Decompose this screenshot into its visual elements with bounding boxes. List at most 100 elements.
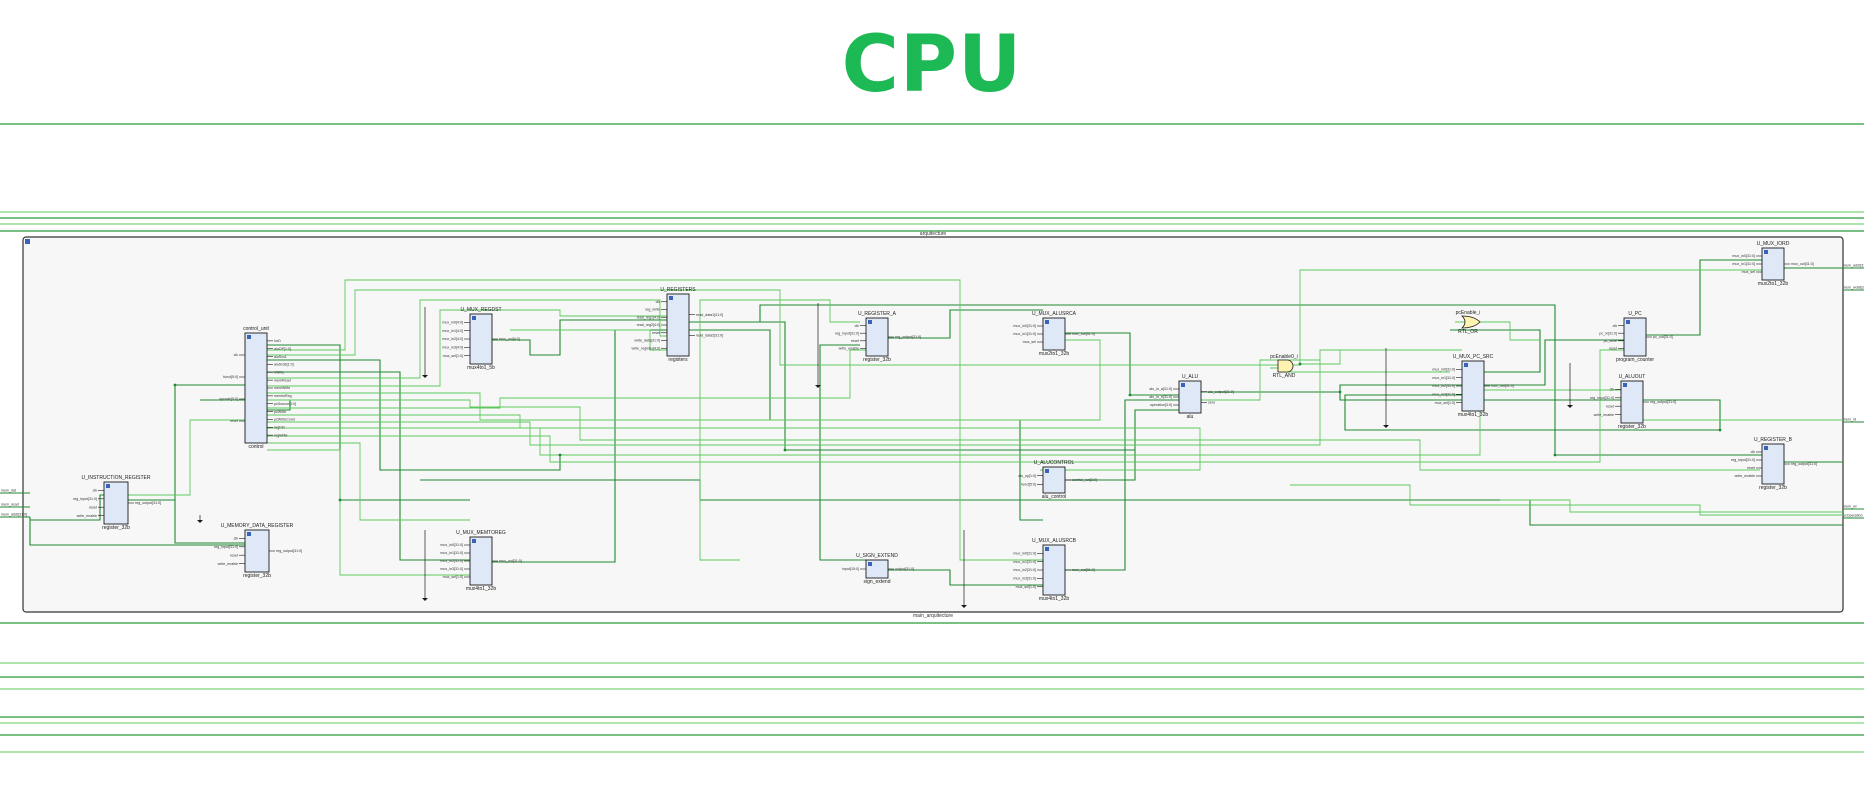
- block-type: register_32b: [243, 573, 271, 579]
- output-pin-label: reg_output[31:0]: [1791, 462, 1817, 466]
- block-u-mux-memtoreg[interactable]: U_MUX_MEMTOREGmux4to1_32bmux_in0[31:0]mu…: [440, 530, 521, 592]
- input-pin-label: reset: [230, 553, 238, 557]
- block-u-mux-iord[interactable]: U_MUX_IORDmux2to1_32bmux_in0[31:0]mux_in…: [1732, 241, 1813, 287]
- input-pin-label: mux_sel: [1023, 340, 1037, 344]
- output-pin-label: aluOP[1:0]: [274, 347, 291, 351]
- input-pin-label: mux_in3[31:0]: [1013, 577, 1036, 581]
- block-u-registers[interactable]: U_REGISTERSregistersclkreg_writeread_reg…: [631, 287, 723, 363]
- output-pin-label: read_data2[31:0]: [696, 334, 723, 338]
- block-corner-icon: [868, 320, 872, 324]
- block-corner-icon: [1181, 383, 1185, 387]
- block-u-pc[interactable]: U_PCprogram_counterclkpc_in[31:0]pc_writ…: [1599, 311, 1672, 363]
- block-u-memory-data-register[interactable]: U_MEMORY_DATA_REGISTERregister_32bclkreg…: [214, 523, 302, 579]
- left-port-label[interactable]: mem_reset: [1, 503, 19, 507]
- io-port-layer: mem_dat mem_reset mem_addr[31:0] mem_addr[3…: [0, 264, 1864, 519]
- ground-icon: [961, 605, 967, 608]
- wire: [29, 517, 245, 546]
- block-type: program_counter: [1616, 357, 1654, 363]
- input-pin-label: reg_input[31:0]: [73, 497, 97, 501]
- right-port-label[interactable]: mem_rd: [1843, 418, 1856, 422]
- output-pin-label: mux_out[31:0]: [1491, 384, 1514, 388]
- wire: [267, 269, 1762, 366]
- block-name: U_ALUCONTROL: [1034, 460, 1075, 466]
- output-pin-label: memWrite: [274, 386, 290, 390]
- input-pin-label: reg_input[31:0]: [214, 545, 238, 549]
- wire: [420, 479, 1843, 526]
- block-type: control: [248, 444, 263, 450]
- gate-name: pcEnable_i: [1456, 310, 1481, 316]
- right-port-label[interactable]: mem_addr[31:0]: [1843, 264, 1864, 268]
- output-pin-label: pcWrite: [274, 410, 286, 414]
- block-u-mux-alusrcb[interactable]: U_MUX_ALUSRCBmux4to1_32bmux_in0[31:0]mux…: [1013, 538, 1094, 602]
- wire: [267, 414, 1201, 471]
- left-port-label[interactable]: mem_dat: [1, 489, 16, 493]
- input-pin-label: clk: [855, 324, 860, 328]
- block-u-mux-regdst[interactable]: U_MUX_REGDSTmux4to1_5bmux_in0[4:0]mux_in…: [442, 307, 519, 371]
- input-pin-label: funct[5:0]: [1021, 483, 1036, 487]
- input-pin-label: alu_in_b[31:0]: [1149, 395, 1172, 399]
- block-u-mux-pc-src[interactable]: U_MUX_PC_SRCmux4to1_32bmux_in0[31:0]mux_…: [1432, 354, 1513, 418]
- input-pin-label: mux_sel: [1742, 270, 1756, 274]
- block-name: U_MUX_MEMTOREG: [456, 530, 506, 536]
- block-name: U_ALU: [1182, 374, 1199, 380]
- block-type: registers: [668, 357, 688, 363]
- wire: [492, 319, 667, 356]
- wire: [1201, 359, 1320, 401]
- block-corner-icon: [1626, 320, 1630, 324]
- wire: [1065, 399, 1179, 571]
- block-corner-icon: [1045, 320, 1049, 324]
- gate-type: RTL_OR: [1458, 329, 1478, 335]
- right-port-label[interactable]: pcOperation: [1843, 514, 1863, 518]
- wire: [689, 304, 1762, 456]
- right-port-label[interactable]: mem_wdat[31:0]: [1843, 286, 1864, 290]
- block-layer: U_INSTRUCTION_REGISTER register_32b clk reg…: [73, 241, 1817, 602]
- block-u-mux-alusrca[interactable]: U_MUX_ALUSRCAmux2to1_32bmux_in0[31:0]mux…: [1013, 311, 1094, 357]
- input-pin-label: write_enable: [839, 347, 859, 351]
- block-u-aluout[interactable]: U_ALUOUTregister_32bclkreg_input[31:0]re…: [1590, 374, 1676, 430]
- right-port-label[interactable]: mem_wr: [1843, 505, 1858, 509]
- output-pin-label: pc_out[31:0]: [1653, 335, 1673, 339]
- input-pin-label: reset: [230, 419, 238, 423]
- block-u-instruction-register[interactable]: U_INSTRUCTION_REGISTERregister_32bclkreg…: [73, 475, 161, 531]
- block-u-register-b[interactable]: U_REGISTER_Bregister_32bclkreg_input[31:…: [1731, 437, 1817, 491]
- input-pin-label: mux_in3[31:0]: [440, 567, 463, 571]
- block-body: [244, 332, 268, 444]
- wire-junction: [1128, 393, 1132, 397]
- ground-icon: [422, 375, 428, 378]
- and-gate-icon: [1277, 359, 1294, 373]
- wire-junction: [173, 383, 177, 387]
- wire: [1344, 394, 1721, 431]
- block-corner-icon: [1045, 547, 1049, 551]
- block-name: U_PC: [1628, 311, 1642, 317]
- input-pin-label: read_reg1[4:0]: [637, 315, 660, 319]
- block-name: U_MEMORY_DATA_REGISTER: [221, 523, 294, 529]
- input-pin-label: clk: [93, 489, 98, 493]
- block-u-alucontrol[interactable]: U_ALUCONTROLalu_controlalu_op[1:0]funct[…: [1018, 460, 1097, 500]
- output-pin-label: regWrite: [274, 433, 288, 437]
- wire: [267, 371, 470, 561]
- output-pin-label: mux_out[31:0]: [1791, 262, 1814, 266]
- block-corner-icon: [1623, 383, 1627, 387]
- output-pin-label: aluSrcB[1:0]: [274, 363, 294, 367]
- wire: [699, 299, 860, 561]
- block-control-unit[interactable]: control_unitcontrolclkfunct[5:0]opcode[5…: [219, 326, 296, 450]
- wire: [1450, 329, 1541, 373]
- left-port-label[interactable]: mem_addr[31:0]: [1, 513, 27, 517]
- block-name: U_INSTRUCTION_REGISTER: [82, 475, 151, 481]
- block-corner-icon: [472, 316, 476, 320]
- input-pin-label: mux_in0[31:0]: [1013, 552, 1036, 556]
- input-pin-label: mux_in1[31:0]: [440, 551, 463, 555]
- wire: [267, 442, 470, 521]
- block-u-register-a[interactable]: U_REGISTER_Aregister_32bclkreg_input[31:…: [835, 311, 921, 363]
- input-pin-label: mux_in2[31:0]: [440, 559, 463, 563]
- block-type: mux2to1_32b: [1039, 351, 1070, 357]
- wire: [1484, 339, 1624, 386]
- block-body: [1620, 380, 1644, 424]
- input-pin-label: reg_input[31:0]: [835, 331, 859, 335]
- wire: [267, 299, 667, 379]
- block-u-alu[interactable]: U_ALUalualu_in_a[31:0]alu_in_b[31:0]oper…: [1149, 374, 1233, 420]
- input-pin-label: write_register[4:0]: [631, 346, 660, 350]
- block-u-sign-extend[interactable]: U_SIGN_EXTENDsign_extendinput[15:0]outpu…: [842, 553, 914, 585]
